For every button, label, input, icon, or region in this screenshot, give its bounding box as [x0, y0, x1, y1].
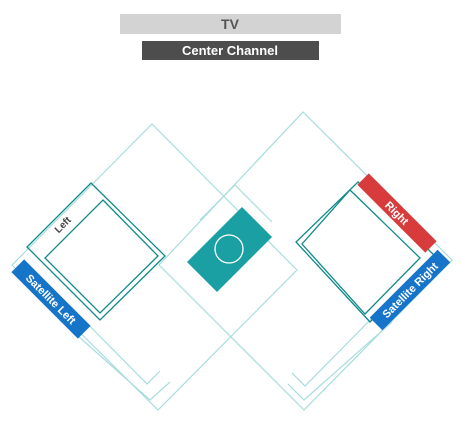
subwoofer-tile[interactable] [187, 207, 272, 292]
left-seating-zone [26, 182, 166, 321]
right-inner-strip-1 [291, 309, 381, 387]
right-seating-zone [295, 181, 436, 323]
satellite-left-band [11, 259, 91, 339]
left-inner-strip-2 [59, 319, 171, 401]
center-cross-line-2 [234, 184, 273, 223]
satellite-right-speaker[interactable]: Satellite Right [369, 249, 451, 331]
tv-bar [120, 14, 341, 34]
center-cross-line-1 [199, 184, 236, 221]
right-inner-strip-2 [287, 321, 393, 401]
center-channel-label: Center Channel [182, 43, 278, 58]
center-channel-bar [142, 41, 319, 60]
satellite-right-label: Satellite Right [381, 260, 442, 321]
right-speaker[interactable]: Right [357, 173, 437, 253]
circle-icon [214, 234, 244, 264]
satellite-left-label: Satellite Left [23, 272, 78, 327]
left-inner-strip-1 [71, 307, 161, 385]
left-zone-outer [26, 182, 166, 321]
left-zone-inner [44, 199, 159, 314]
right-zone-inner [301, 189, 421, 315]
right-band [357, 173, 437, 253]
tv-label: TV [221, 16, 240, 32]
satellite-right-band [369, 249, 451, 331]
